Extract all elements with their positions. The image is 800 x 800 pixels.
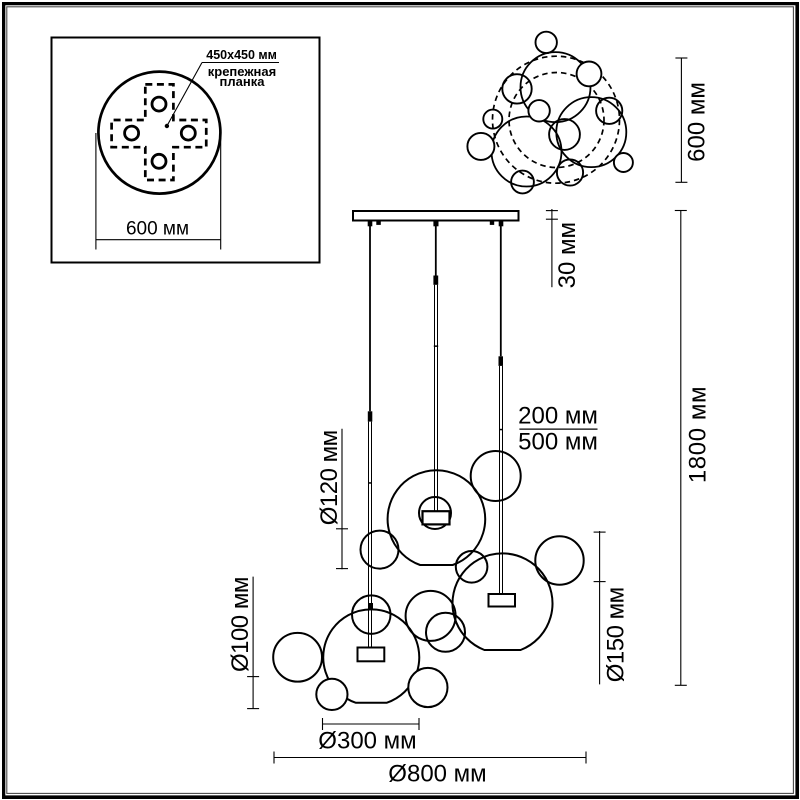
svg-text:Ø300 мм: Ø300 мм — [318, 727, 416, 754]
svg-text:Ø150 мм: Ø150 мм — [603, 587, 630, 682]
svg-text:450x450 мм: 450x450 мм — [206, 48, 277, 62]
svg-text:планка: планка — [220, 74, 266, 89]
svg-text:Ø120 мм: Ø120 мм — [316, 430, 343, 525]
svg-text:30 мм: 30 мм — [554, 222, 581, 288]
svg-text:600 мм: 600 мм — [684, 82, 711, 162]
svg-text:Ø800 мм: Ø800 мм — [388, 760, 486, 787]
svg-text:600 мм: 600 мм — [126, 219, 189, 240]
svg-text:200 мм: 200 мм — [518, 402, 598, 429]
svg-text:крепежная: крепежная — [208, 64, 276, 79]
svg-text:1800 мм: 1800 мм — [685, 386, 712, 483]
svg-text:500 мм: 500 мм — [518, 429, 598, 456]
svg-text:Ø100 мм: Ø100 мм — [227, 577, 254, 672]
